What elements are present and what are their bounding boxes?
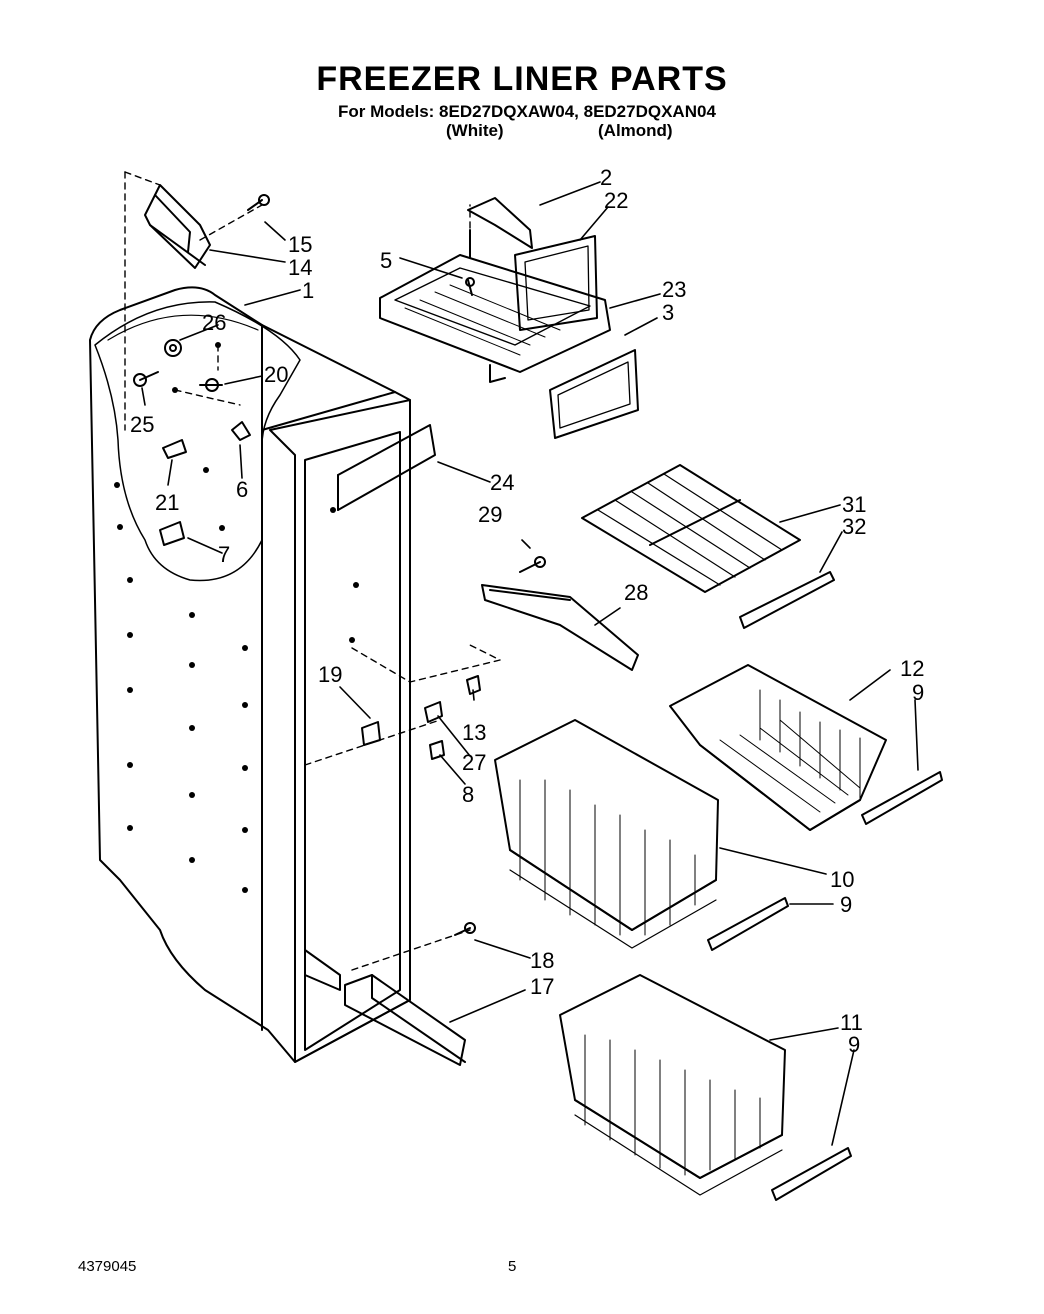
leader-lines — [141, 181, 919, 1146]
ice-bin-shelf-23 — [379, 254, 611, 383]
callout-7: 7 — [218, 542, 230, 567]
cover-part-24 — [337, 424, 436, 511]
callout-14: 14 — [288, 255, 312, 280]
callout-3: 3 — [662, 300, 674, 325]
drawer-front-part-17 — [344, 974, 466, 1066]
color-white: (White) — [446, 121, 504, 140]
front-part-3 — [549, 349, 639, 439]
callout-20: 20 — [264, 362, 288, 387]
callout-26: 26 — [202, 310, 226, 335]
callout-27: 27 — [462, 750, 486, 775]
fastener-6 — [231, 421, 251, 441]
callout-9a: 9 — [912, 680, 924, 705]
title-block: FREEZER LINER PARTS — [0, 60, 1044, 99]
callout-8: 8 — [462, 782, 474, 807]
trim-part-9a — [861, 771, 943, 825]
callout-9c: 9 — [848, 1032, 860, 1057]
callout-25: 25 — [130, 412, 154, 437]
callout-12: 12 — [900, 656, 924, 681]
basket-part-11 — [559, 974, 786, 1196]
trim-part-9c — [771, 1147, 852, 1201]
callout-31: 31 — [842, 492, 866, 517]
bracket-part-2 — [467, 197, 533, 259]
callout-13: 13 — [462, 720, 486, 745]
callout-23: 23 — [662, 277, 686, 302]
panel-part-22 — [514, 235, 598, 331]
callout-29: 29 — [478, 502, 502, 527]
callout-labels: 1 2 22 5 23 3 15 14 26 20 25 6 21 7 24 2… — [130, 165, 924, 1057]
basket-part-10 — [494, 719, 719, 949]
wire-shelf-part-31 — [581, 464, 801, 593]
callout-22: 22 — [604, 188, 628, 213]
handle-part-14 — [144, 184, 211, 269]
callout-5: 5 — [380, 248, 392, 273]
freezer-liner — [89, 286, 411, 1063]
page-title: FREEZER LINER PARTS — [316, 60, 728, 98]
fastener-21 — [162, 439, 187, 459]
models-line: For Models: 8ED27DQXAW04, 8ED27DQXAN04 — [338, 102, 716, 121]
fastener-20 — [199, 378, 223, 392]
rail-part-28 — [481, 584, 639, 671]
callout-11: 11 — [840, 1010, 863, 1035]
trim-part-9b — [707, 897, 789, 951]
callout-1: 1 — [302, 278, 314, 303]
fastener-26 — [164, 339, 182, 357]
callout-9b: 9 — [840, 892, 852, 917]
callout-10: 10 — [830, 867, 854, 892]
callout-18: 18 — [530, 948, 554, 973]
screw-part-5 — [465, 277, 475, 296]
page-number: 5 — [508, 1258, 517, 1275]
document-number: 4379045 — [78, 1258, 137, 1275]
callout-6: 6 — [236, 477, 248, 502]
screw-part-18 — [454, 922, 476, 936]
callout-24: 24 — [490, 470, 514, 495]
fastener-25 — [133, 371, 159, 387]
clip-part-8 — [429, 740, 445, 760]
clip-part-13 — [466, 675, 481, 695]
clip-part-19 — [361, 721, 381, 746]
callout-32: 32 — [842, 514, 866, 539]
fastener-7 — [159, 521, 185, 546]
callout-19: 19 — [318, 662, 342, 687]
trim-part-32 — [739, 571, 835, 629]
callout-17: 17 — [530, 974, 554, 999]
callout-21: 21 — [155, 490, 179, 515]
color-almond: (Almond) — [598, 121, 673, 140]
callout-2: 2 — [600, 165, 612, 190]
screw-part-15 — [247, 194, 270, 211]
callout-15: 15 — [288, 232, 312, 257]
callout-28: 28 — [624, 580, 648, 605]
clip-part-27 — [424, 701, 443, 723]
screw-part-29 — [519, 556, 546, 573]
basket-part-12 — [669, 664, 887, 831]
